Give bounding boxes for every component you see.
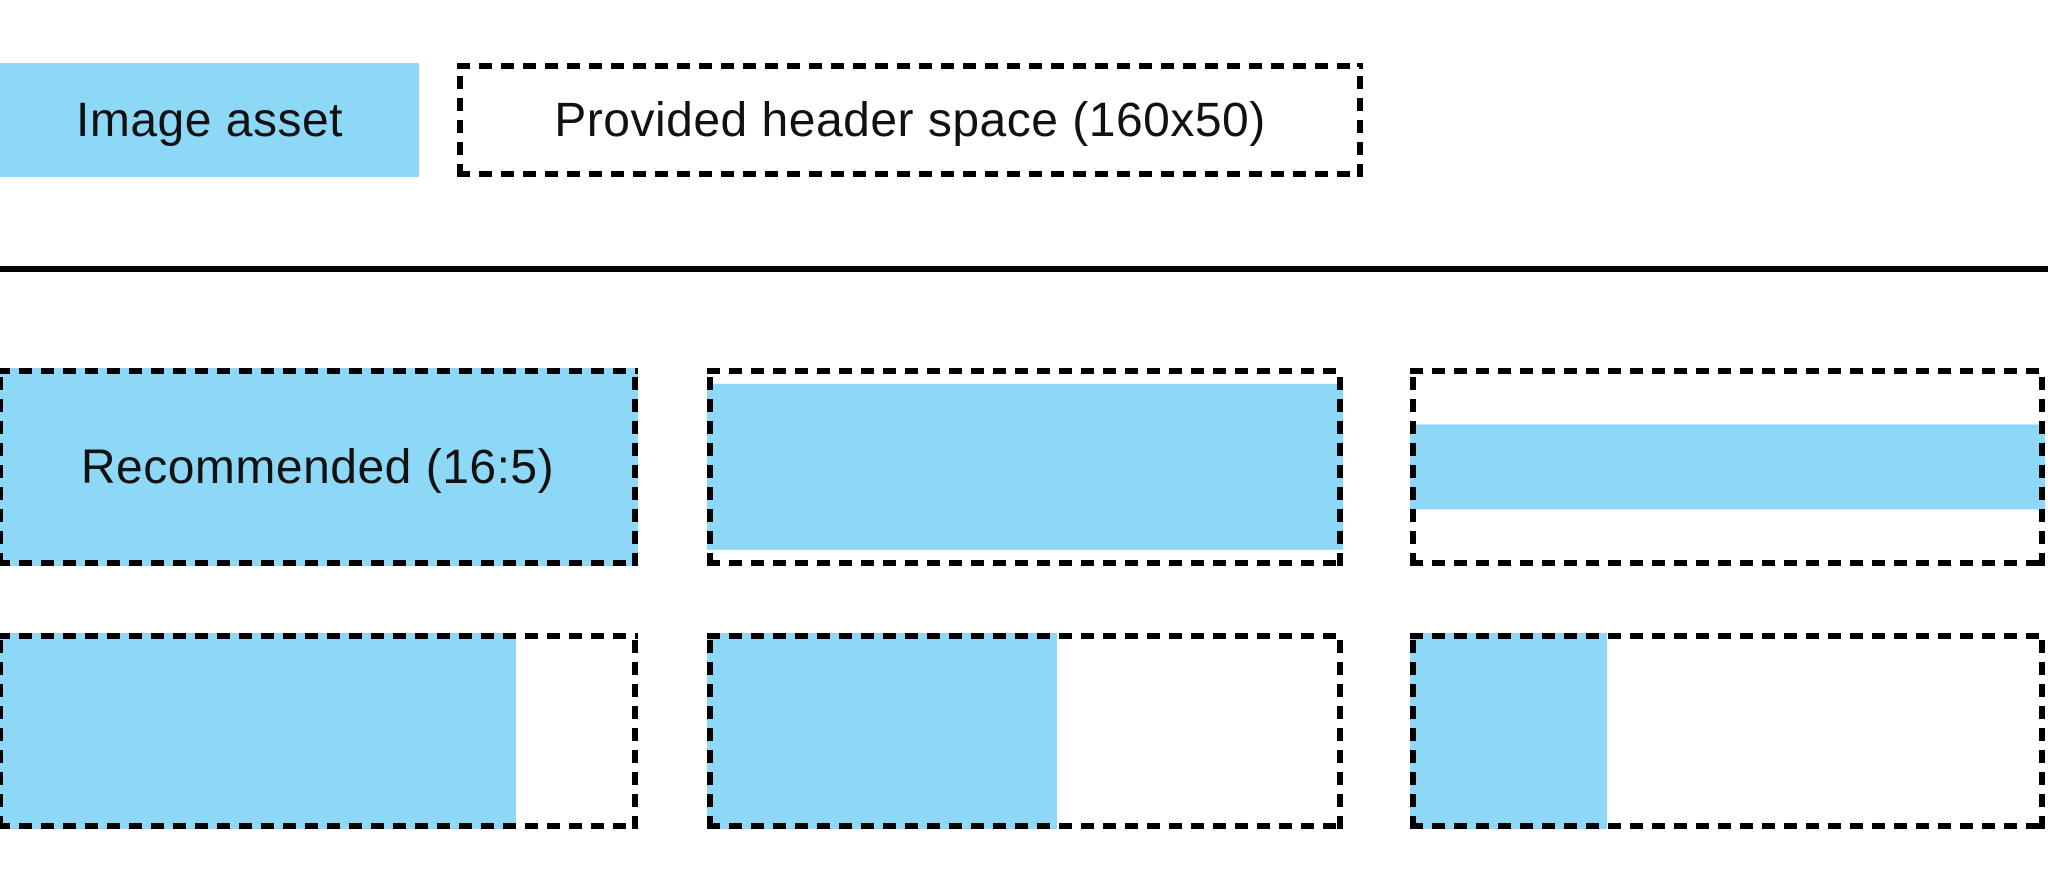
legend-image-asset-label: Image asset	[76, 93, 343, 147]
section-divider	[0, 266, 2048, 272]
recommended-label: Recommended (16:5)	[80, 440, 555, 494]
image-asset-fill	[0, 368, 638, 566]
legend-header-space-label: Provided header space (160x50)	[554, 93, 1266, 147]
example-box-wide-asset-letterboxed	[707, 368, 1343, 566]
legend-image-asset-swatch: Image asset	[0, 63, 419, 177]
example-box-recommended-16-5: Recommended (16:5)	[0, 368, 638, 566]
image-asset-fill	[1410, 633, 1607, 829]
image-asset-fill	[1410, 424, 2045, 510]
example-box-tall-asset-pillarboxed-wide	[0, 633, 638, 829]
example-box-square-asset-pillarboxed	[1410, 633, 2045, 829]
image-asset-fill	[707, 633, 1057, 829]
legend-header-space-box: Provided header space (160x50)	[457, 63, 1363, 177]
example-box-widest-asset-letterboxed	[1410, 368, 2045, 566]
image-asset-fill	[0, 633, 517, 829]
image-asset-fill	[707, 383, 1343, 551]
example-box-tall-asset-pillarboxed-medium	[707, 633, 1343, 829]
